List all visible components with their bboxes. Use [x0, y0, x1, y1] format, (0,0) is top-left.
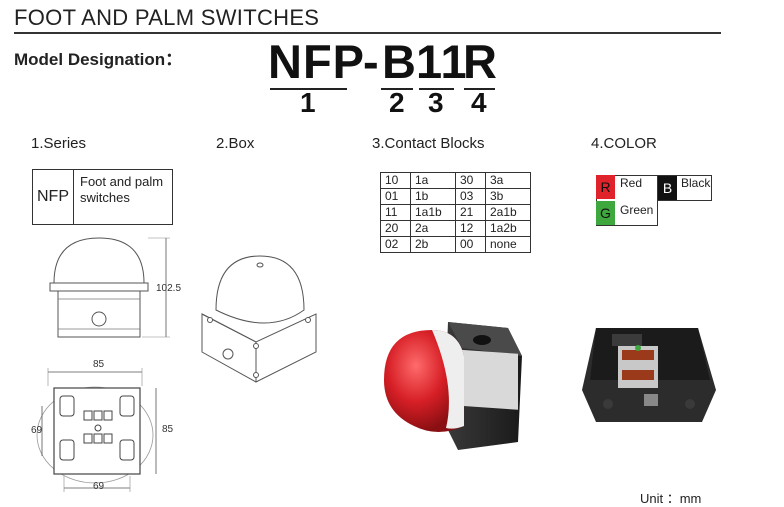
series-code: NFP [33, 170, 74, 224]
color-name-red: Red [620, 176, 643, 190]
designation-number-4: 4 [471, 87, 487, 118]
table-cell: 1a2b [485, 220, 531, 237]
table-cell: 2b [410, 236, 456, 253]
bottom-view-drawing [36, 368, 157, 492]
table-cell: 10 [380, 172, 411, 189]
color-swatch-red: R [596, 175, 615, 199]
color-group-red-green [596, 175, 658, 226]
dimension-bottom: 69 [93, 481, 105, 492]
underline-2 [381, 88, 413, 90]
table-cell: 2a [410, 220, 456, 237]
page-title: FOOT AND PALM SWITCHES [14, 5, 320, 30]
table-cell: 1a1b [410, 204, 456, 221]
table-cell: 00 [455, 236, 486, 253]
section-box-heading: 2.Box [216, 135, 255, 152]
table-cell: 02 [380, 236, 411, 253]
unit-label: Unit ：mm [640, 491, 702, 506]
model-part-box: B [382, 35, 417, 88]
color-name-green: Green [620, 203, 654, 217]
table-row: 10 1a 30 3a [380, 172, 531, 189]
designation-number-2: 2 [389, 87, 405, 118]
model-part-series: NFP [268, 35, 365, 88]
color-name-black: Black [681, 176, 711, 190]
isometric-drawing [201, 255, 317, 383]
model-part-color: R [463, 35, 498, 88]
section-contact-heading: 3.Contact Blocks [372, 135, 485, 152]
table-cell: 20 [380, 220, 411, 237]
table-cell: 2a1b [485, 204, 531, 221]
dimension-width-top: 85 [93, 359, 105, 370]
table-row: 02 2b 00 none [380, 236, 531, 253]
model-designation-label: Model Designation： [14, 50, 183, 69]
switch-photo [384, 322, 522, 450]
table-cell: 21 [455, 204, 486, 221]
title-divider [14, 32, 721, 34]
table-cell: 3a [485, 172, 531, 189]
underline-1 [270, 88, 347, 90]
table-row: 11 1a1b 21 2a1b [380, 204, 531, 221]
table-cell: 01 [380, 188, 411, 205]
table-row: 20 2a 12 1a2b [380, 220, 531, 237]
table-cell: none [485, 236, 531, 253]
table-cell: 30 [455, 172, 486, 189]
model-part-contact: 11 [416, 35, 468, 88]
table-cell: 3b [485, 188, 531, 205]
section-series-heading: 1.Series [31, 135, 87, 152]
table-row: 01 1b 03 3b [380, 188, 531, 205]
table-cell: 11 [380, 204, 411, 221]
series-table: NFP Foot and palm switches [32, 169, 173, 225]
table-cell: 1a [410, 172, 456, 189]
table-cell: 1b [410, 188, 456, 205]
open-box-photo [582, 328, 716, 422]
color-swatch-green: G [596, 201, 615, 225]
section-color-heading: 4.COLOR [591, 135, 657, 152]
series-description: Foot and palm switches [80, 174, 164, 205]
side-view-drawing [49, 237, 170, 338]
model-part-dash: - [363, 35, 380, 88]
color-swatch-black: B [658, 176, 677, 200]
contact-blocks-table: 10 1a 30 3a 01 1b 03 3b 11 1a1b 21 2a1b … [380, 172, 531, 253]
dimension-side: 85 [162, 424, 174, 435]
underline-3 [419, 88, 454, 90]
designation-number-3: 3 [428, 87, 444, 118]
dimension-height: 102.5 [156, 283, 182, 294]
table-cell: 03 [455, 188, 486, 205]
dimension-left: 69 [31, 425, 43, 436]
underline-4 [464, 88, 495, 90]
table-cell: 12 [455, 220, 486, 237]
designation-number-1: 1 [300, 87, 316, 118]
